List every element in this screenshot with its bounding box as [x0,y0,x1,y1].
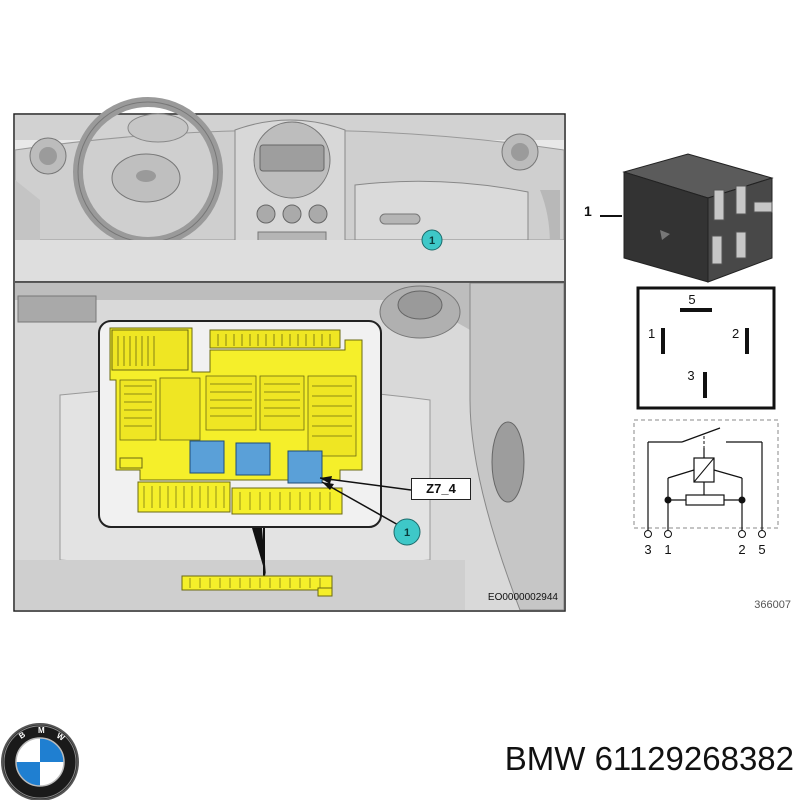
fuse-box [109,327,363,515]
relay-schematic: 3 1 2 5 [633,419,779,557]
schematic-pin-label: 1 [664,542,671,557]
brand-name: BMW [504,740,586,777]
vehicle-location-illustration: 1 1 [13,97,566,612]
figure-number: 366007 [754,599,791,611]
relay-highlights [189,440,323,484]
svg-text:1: 1 [404,527,410,539]
lower-connector [181,575,333,597]
relay-highlight-left [189,440,225,474]
callout-leader-line [321,481,401,527]
connector-label: Z7_4 [411,478,471,500]
connector-leader-line [319,477,412,491]
relay-illustration [600,153,774,283]
dashboard-overview-view [14,97,565,283]
relay-highlight-target [287,450,323,484]
part-caption: BMW 61129268382 [402,740,794,778]
reference-code: EO0000002944 [487,592,558,603]
schematic-pin-label: 3 [644,542,651,557]
relay-highlight-middle [235,442,271,476]
relay-pinout-diagram: 5 1 2 3 [636,286,776,410]
svg-text:B: B [17,730,27,741]
relay-item-label: 1 [584,203,592,219]
svg-text:M: M [38,726,45,735]
schematic-pin-label: 2 [738,542,745,557]
svg-text:1: 1 [648,326,655,341]
schematic-pin-label: 5 [758,542,765,557]
svg-text:W: W [55,731,67,743]
callout-location: 1 [421,229,443,251]
part-number: 61129268382 [594,740,794,777]
svg-text:1: 1 [429,235,435,247]
callout-detail: 1 [393,518,421,546]
svg-text:5: 5 [688,292,695,307]
bmw-logo: B M W [1,723,79,800]
svg-text:2: 2 [732,326,739,341]
svg-text:3: 3 [687,368,694,383]
